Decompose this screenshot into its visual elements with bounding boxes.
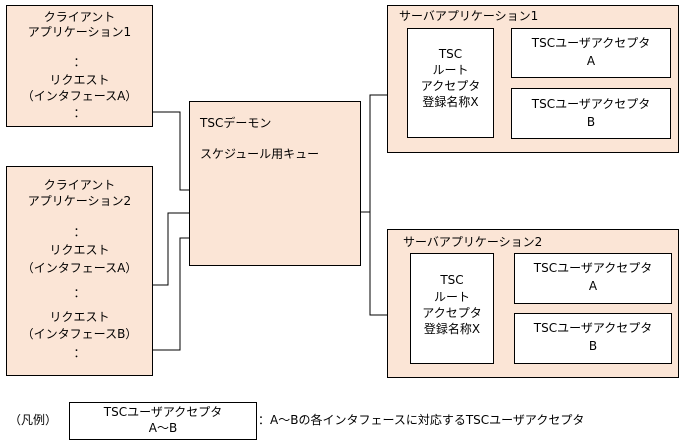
client-application-1: [6, 5, 153, 127]
server1-user-a-line2: A: [586, 54, 596, 68]
server1-user-b-line1: TSCユーザアクセプタ: [531, 97, 651, 111]
server2-user-a-line1: TSCユーザアクセプタ: [533, 261, 653, 275]
legend-box-line2: A～B: [148, 421, 178, 435]
server2-user-b-line2: B: [588, 339, 598, 353]
client2-request-b-line1: リクエスト: [49, 310, 110, 324]
client1-request-line1: リクエスト: [49, 73, 110, 87]
client2-title-line1: クライアント: [43, 178, 116, 192]
client2-dots-bottom: ：: [73, 346, 86, 360]
server1-root-line3: アクセプタ: [420, 79, 481, 93]
client1-title-line2: アプリケーション1: [27, 25, 132, 39]
server2-root-acceptor: [410, 253, 494, 364]
server2-user-b-line1: TSCユーザアクセプタ: [533, 321, 653, 335]
client2-request-a-line1: リクエスト: [49, 243, 110, 257]
server1-user-a-line1: TSCユーザアクセプタ: [531, 36, 651, 50]
server1-root-line4: 登録名称X: [422, 95, 479, 109]
client1-dots-top: ：: [73, 55, 86, 69]
client-application-2: [6, 166, 153, 376]
server2-user-acceptor-a: [514, 253, 672, 304]
daemon-queue-label: スケジュール用キュー: [200, 147, 320, 161]
server2-user-acceptor-b: [514, 313, 672, 364]
server1-user-acceptor-a: [511, 28, 671, 78]
server2-root-line1: TSC: [440, 273, 464, 287]
legend-sample-box: [69, 402, 257, 440]
legend-label: （凡例）: [9, 413, 58, 427]
client2-request-b-line2: （インタフェースB）: [21, 327, 138, 341]
legend-description: ：A～Bの各インタフェースに対応するTSCユーザアクセプタ: [258, 413, 585, 427]
server2-root-line3: アクセプタ: [422, 306, 482, 320]
server1-root-line1: TSC: [438, 47, 463, 61]
server2-title: サーバアプリケーション2: [403, 235, 543, 249]
server2-user-a-line2: A: [588, 279, 598, 293]
server1-user-acceptor-b: [511, 88, 671, 139]
server1-root-line2: ルート: [432, 63, 469, 77]
server2-root-line2: ルート: [433, 290, 470, 304]
client2-request-a-line2: （インタフェースA）: [21, 261, 138, 275]
tsc-daemon: [189, 101, 361, 266]
client1-dots-bottom: ：: [73, 106, 86, 120]
server1-user-b-line2: B: [586, 115, 596, 129]
legend-box-line1: TSCユーザアクセプタ: [103, 405, 223, 419]
client2-dots-top: ：: [73, 225, 86, 239]
server1-root-acceptor: [407, 28, 494, 138]
client2-dots-mid: ：: [73, 286, 86, 300]
server1-title: サーバアプリケーション1: [399, 9, 539, 23]
daemon-title: TSCデーモン: [200, 116, 272, 130]
client1-request-line2: （インタフェースA）: [21, 89, 138, 103]
client2-title-line2: アプリケーション2: [27, 194, 132, 208]
server2-root-line4: 登録名称X: [423, 322, 481, 336]
client1-title-line1: クライアント: [43, 10, 116, 24]
